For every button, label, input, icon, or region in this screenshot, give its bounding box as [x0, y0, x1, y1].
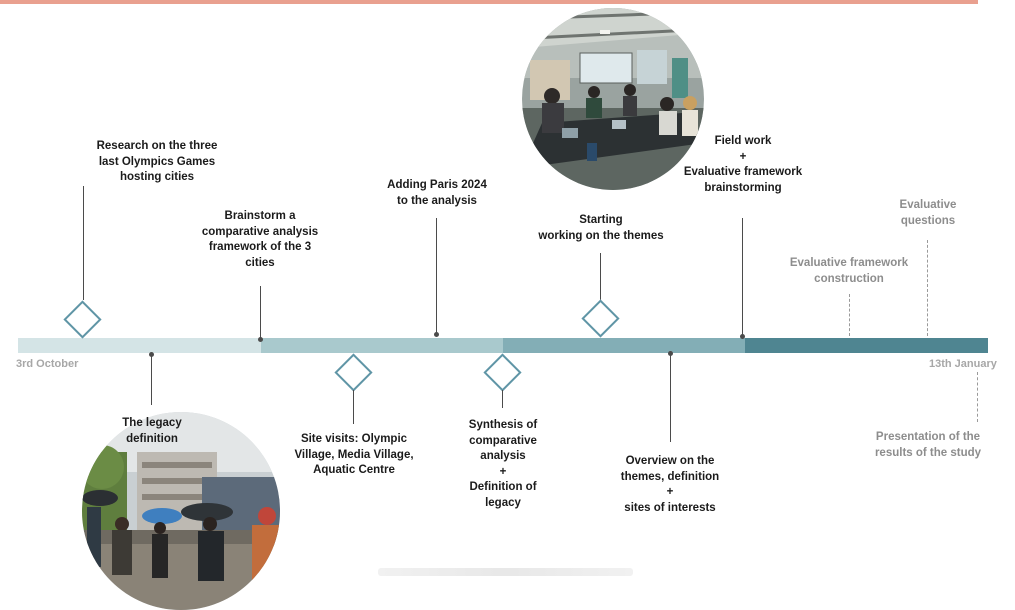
milestone-fieldwork-connector — [742, 218, 743, 336]
milestone-overview-label: Overview on the themes, definition + sit… — [620, 455, 720, 514]
milestone-overview-connector — [670, 354, 671, 442]
blurred-footer-text — [378, 568, 633, 576]
milestone-brainstorm-dot — [258, 337, 263, 342]
milestone-synthesis-connector — [502, 390, 503, 408]
milestone-synthesis-diamond-marker — [483, 353, 522, 392]
milestone-fieldwork-label: Field work + Evaluative framework brains… — [683, 135, 803, 194]
milestone-fieldwork-dot — [740, 334, 745, 339]
timeline-segment-2 — [261, 338, 503, 353]
milestone-legacy-definition-connector — [151, 355, 152, 405]
top-accent-bar — [0, 0, 978, 4]
milestone-research-label: Research on the three last Olympics Game… — [96, 140, 218, 183]
milestone-research-connector — [83, 186, 84, 300]
milestone-brainstorm-label: Brainstorm a comparative analysis framew… — [201, 210, 319, 269]
milestone-research-diamond-marker — [63, 300, 102, 339]
timeline-segment-1 — [18, 338, 261, 353]
milestone-eval-questions-label: Evaluative questions — [899, 199, 957, 227]
milestone-site-visits-diamond-marker — [334, 353, 373, 392]
milestone-themes-connector — [600, 253, 601, 300]
milestone-eval-questions-connector — [927, 240, 928, 336]
milestone-legacy-definition-dot — [149, 352, 154, 357]
milestone-site-visits-label: Site visits: Olympic Village, Media Vill… — [294, 433, 414, 476]
milestone-brainstorm-connector — [260, 286, 261, 339]
milestone-presentation-label: Presentation of the results of the study — [874, 431, 982, 459]
milestone-themes-diamond-marker — [581, 299, 620, 338]
milestone-legacy-definition-label: The legacy definition — [122, 417, 182, 445]
milestone-site-visits-connector — [353, 390, 354, 424]
milestone-themes-label: Starting working on the themes — [538, 214, 664, 242]
timeline-end-label: 13th January — [929, 358, 997, 370]
milestone-framework-construction-connector — [849, 294, 850, 336]
milestone-framework-construction-label: Evaluative framework construction — [789, 257, 909, 285]
timeline-segment-4 — [745, 338, 988, 353]
milestone-synthesis-label: Synthesis of comparative analysis + Defi… — [468, 419, 538, 509]
milestone-presentation-connector — [977, 372, 978, 422]
milestone-paris-connector — [436, 218, 437, 334]
milestone-paris-label: Adding Paris 2024 to the analysis — [387, 179, 487, 207]
timeline-start-label: 3rd October — [16, 358, 79, 370]
milestone-overview-dot — [668, 351, 673, 356]
timeline-segment-3 — [503, 338, 745, 353]
milestone-paris-dot — [434, 332, 439, 337]
